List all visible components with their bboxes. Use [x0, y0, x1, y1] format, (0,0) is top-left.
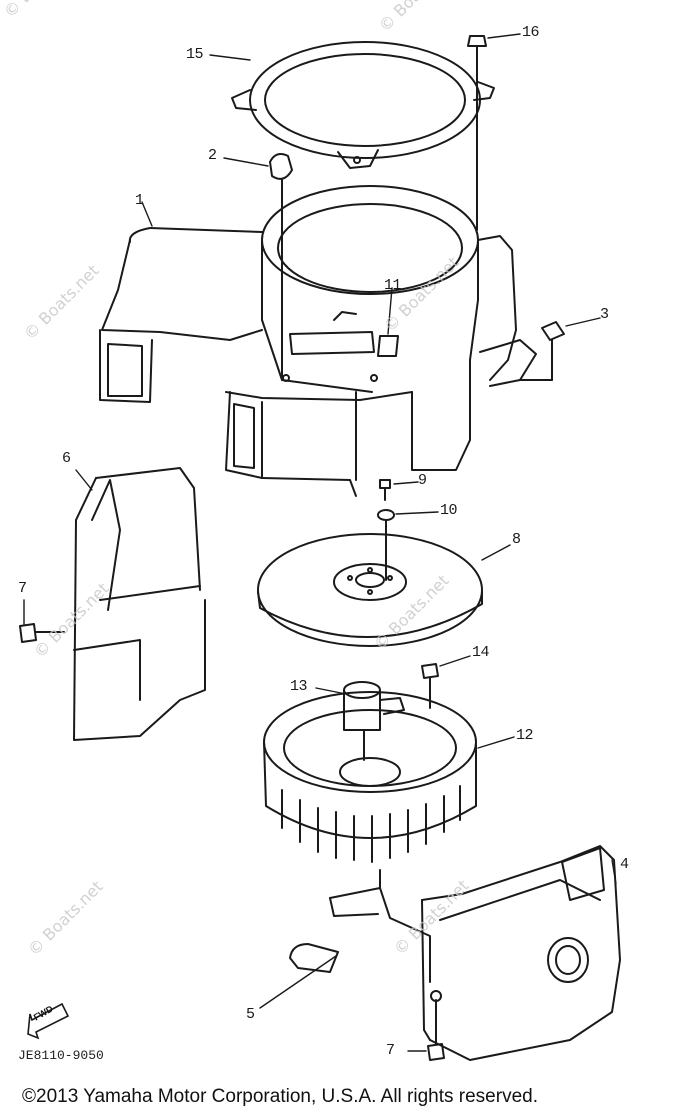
label-part-2: 2 [208, 147, 217, 164]
part-10-washer [377, 509, 395, 581]
part-12-flywheel [263, 691, 477, 863]
part-8-flywheel-plate [257, 533, 483, 647]
label-part-1: 1 [135, 192, 144, 209]
label-part-5: 5 [246, 1006, 255, 1023]
part-2-clip [269, 153, 293, 379]
part-15-gasket-ring [231, 41, 495, 169]
part-7-bolt-left [19, 623, 65, 643]
label-part-11: 11 [384, 277, 402, 294]
label-part-10: 10 [440, 502, 458, 519]
part-1-fan-housing [99, 185, 537, 497]
copyright-notice: ©2013 Yamaha Motor Corporation, U.S.A. A… [22, 1086, 538, 1107]
leader-lines [23, 33, 617, 1052]
label-part-6: 6 [62, 450, 71, 467]
label-part-7-bottom: 7 [386, 1042, 395, 1059]
part-6-side-duct [73, 467, 206, 741]
label-part-8: 8 [512, 531, 521, 548]
part-3-bolt [519, 321, 565, 381]
label-part-16: 16 [522, 24, 540, 41]
parts-diagram [19, 33, 621, 1061]
part-9-screw [379, 479, 391, 501]
label-part-7-left: 7 [18, 580, 27, 597]
part-4-lower-cover [329, 845, 621, 1061]
label-part-14: 14 [472, 644, 490, 661]
label-part-12: 12 [516, 727, 534, 744]
part-7-bolt-bottom [427, 990, 445, 1061]
forward-arrow-icon [27, 1002, 70, 1040]
part-14-bolt [421, 663, 439, 709]
label-part-15: 15 [186, 46, 204, 63]
exploded-view-drawing [19, 33, 621, 1061]
label-part-4: 4 [620, 856, 629, 873]
part-16-bolt [467, 35, 487, 231]
label-part-13: 13 [290, 678, 308, 695]
part-5-plug [289, 943, 339, 973]
label-part-3: 3 [600, 306, 609, 323]
drawing-code: JE8110-9050 [18, 1048, 104, 1063]
label-part-9: 9 [418, 472, 427, 489]
